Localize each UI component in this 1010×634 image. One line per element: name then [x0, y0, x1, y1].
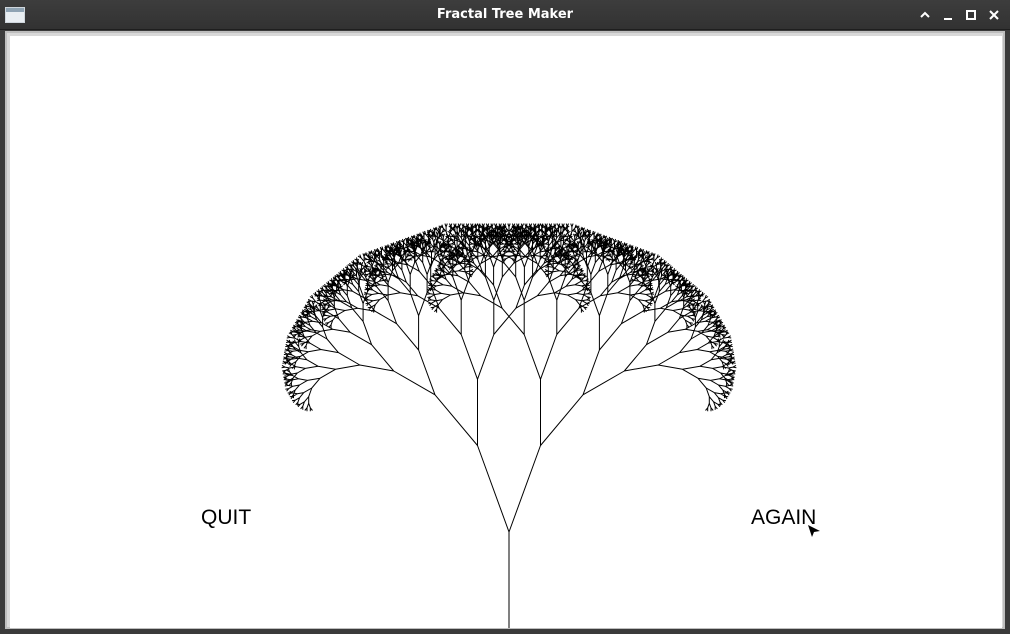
- mouse-cursor-icon: [808, 525, 820, 537]
- window-icon[interactable]: [5, 7, 25, 23]
- title-bar[interactable]: Fractal Tree Maker: [0, 0, 1010, 30]
- tree-branches: [281, 223, 737, 628]
- chevron-up-icon[interactable]: [916, 6, 934, 24]
- window-title: Fractal Tree Maker: [436, 7, 574, 22]
- quit-button[interactable]: QUIT: [201, 506, 252, 529]
- again-button[interactable]: AGAIN: [751, 506, 817, 529]
- minimize-icon[interactable]: [939, 6, 957, 24]
- close-icon[interactable]: [985, 6, 1003, 24]
- drawing-canvas[interactable]: QUIT AGAIN: [10, 36, 1002, 628]
- fractal-tree: [281, 223, 737, 628]
- canvas-frame: QUIT AGAIN: [5, 31, 1005, 629]
- maximize-icon[interactable]: [962, 6, 980, 24]
